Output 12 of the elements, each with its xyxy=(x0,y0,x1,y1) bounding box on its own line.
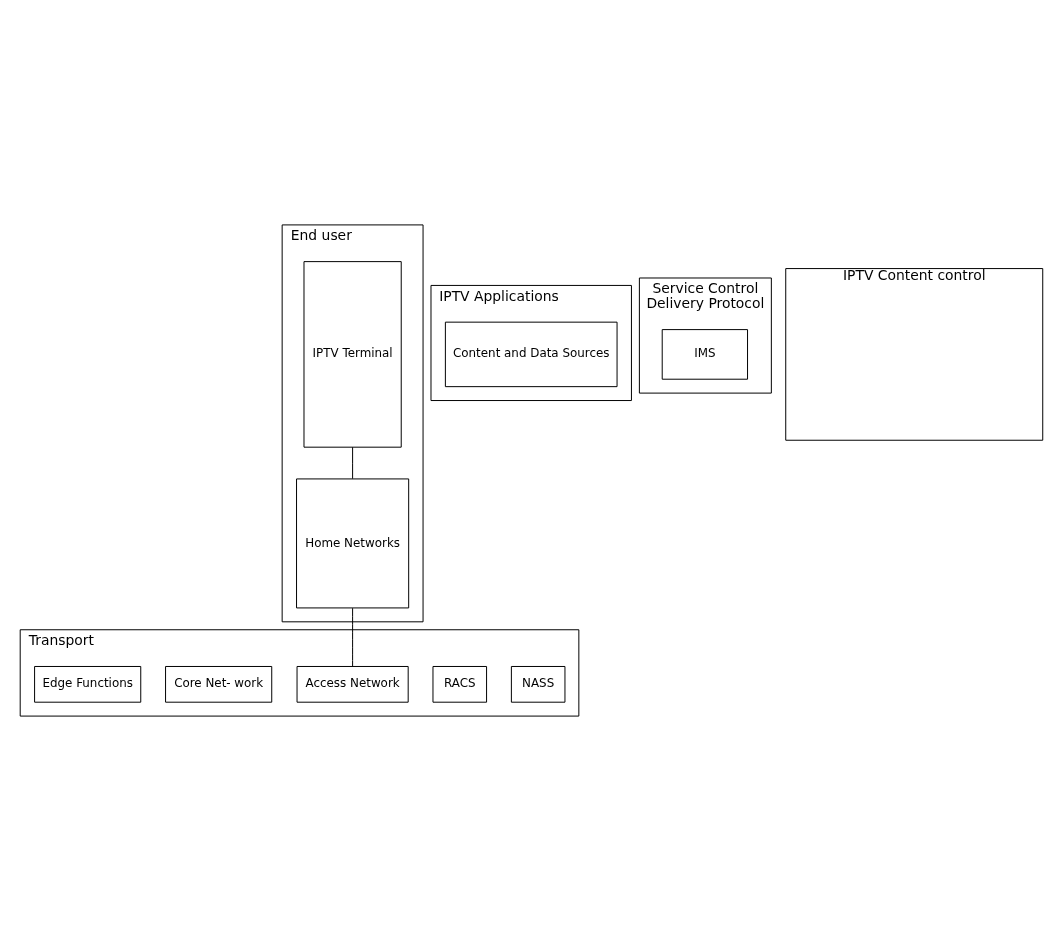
node-box: Access Network xyxy=(296,666,409,703)
node-box: Content and Data Sources xyxy=(444,321,618,388)
node-box: RACS xyxy=(432,666,488,703)
connector xyxy=(352,607,354,667)
node-box: Edge Functions xyxy=(34,666,142,703)
node-box: Home Networks xyxy=(296,478,410,609)
connector xyxy=(352,446,354,480)
node-box: Core Net- work xyxy=(165,666,273,703)
node-box: IMS xyxy=(661,329,749,380)
node-box: NASS xyxy=(510,666,566,703)
node-box: IPTV Terminal xyxy=(303,261,402,448)
node-box: IPTV Content control xyxy=(785,268,1044,441)
